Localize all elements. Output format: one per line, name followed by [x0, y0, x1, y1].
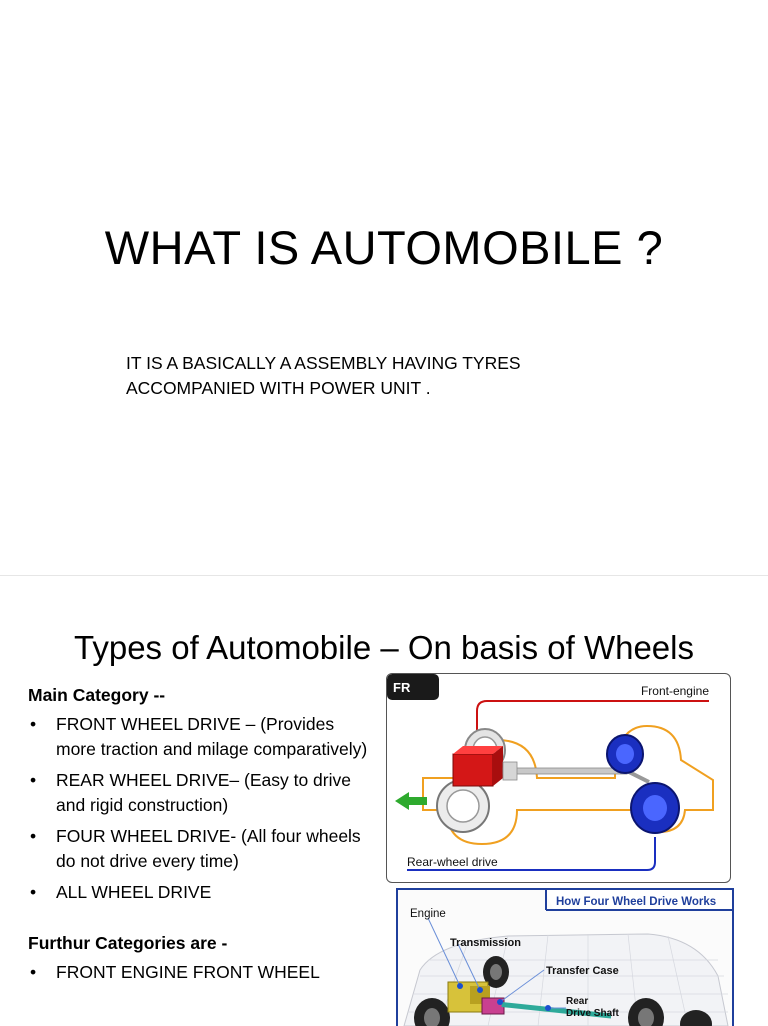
main-category-list: • FRONT WHEEL DRIVE – (Provides more trac…	[28, 712, 373, 905]
list-item: • ALL WHEEL DRIVE	[28, 880, 373, 905]
list-item-text: ALL WHEEL DRIVE	[56, 882, 212, 902]
slide-divider	[0, 575, 768, 576]
fr-badge: FR	[393, 680, 411, 695]
list-item-text: FRONT WHEEL DRIVE – (Provides more tract…	[56, 714, 368, 759]
rear-wheel-label: Rear-wheel drive	[407, 855, 498, 869]
list-item: • FRONT WHEEL DRIVE – (Provides more trac…	[28, 712, 373, 762]
engine-label: Engine	[410, 908, 446, 920]
rear-label: Rear	[566, 996, 588, 1007]
front-engine-label: Front-engine	[641, 684, 709, 698]
slide-2: Types of Automobile – On basis of Wheels…	[0, 576, 768, 1026]
bullet-icon: •	[30, 882, 37, 902]
list-item-text: REAR WHEEL DRIVE– (Easy to drive and rig…	[56, 770, 351, 815]
four-wheel-drive-diagram: How Four Wheel Drive Works	[396, 888, 734, 1026]
bullet-icon: •	[30, 770, 37, 790]
bullet-icon: •	[30, 962, 37, 982]
slide-2-title: Types of Automobile – On basis of Wheels	[74, 629, 694, 666]
bullet-icon: •	[30, 826, 37, 846]
list-item: • REAR WHEEL DRIVE– (Easy to drive and ri…	[28, 768, 373, 818]
main-category-heading: Main Category --	[28, 685, 166, 705]
list-item-text: FOUR WHEEL DRIVE- (All four wheels do no…	[56, 826, 361, 871]
slide-1-subtitle: IT IS A BASICALLY A ASSEMBLY HAVING TYRE…	[126, 351, 686, 401]
transfer-case-label: Transfer Case	[546, 965, 619, 977]
banner-title: How Four Wheel Drive Works	[556, 896, 716, 908]
subtitle-line-1: IT IS A BASICALLY A ASSEMBLY HAVING TYRE…	[126, 353, 521, 373]
transmission-label: Transmission	[450, 937, 521, 949]
fr-drivetrain-diagram: FR Front-engine Rear-wheel drive	[386, 673, 731, 883]
drive-shaft-label: Drive Shaft	[566, 1008, 619, 1019]
further-categories-list: • FRONT ENGINE FRONT WHEEL	[28, 960, 373, 985]
list-item-text: FRONT ENGINE FRONT WHEEL	[56, 962, 320, 982]
slide-1-title: WHAT IS AUTOMOBILE ?	[104, 221, 664, 274]
list-item: • FRONT ENGINE FRONT WHEEL	[28, 960, 373, 985]
further-categories-heading: Furthur Categories are -	[28, 933, 228, 953]
slide-2-content: Main Category -- • FRONT WHEEL DRIVE – (P…	[28, 683, 373, 991]
bullet-icon: •	[30, 714, 37, 734]
slide-1: WHAT IS AUTOMOBILE ? IT IS A BASICALLY A…	[104, 221, 686, 401]
subtitle-line-2: ACCOMPANIED WITH POWER UNIT .	[126, 378, 431, 398]
list-item: • FOUR WHEEL DRIVE- (All four wheels do n…	[28, 824, 373, 874]
